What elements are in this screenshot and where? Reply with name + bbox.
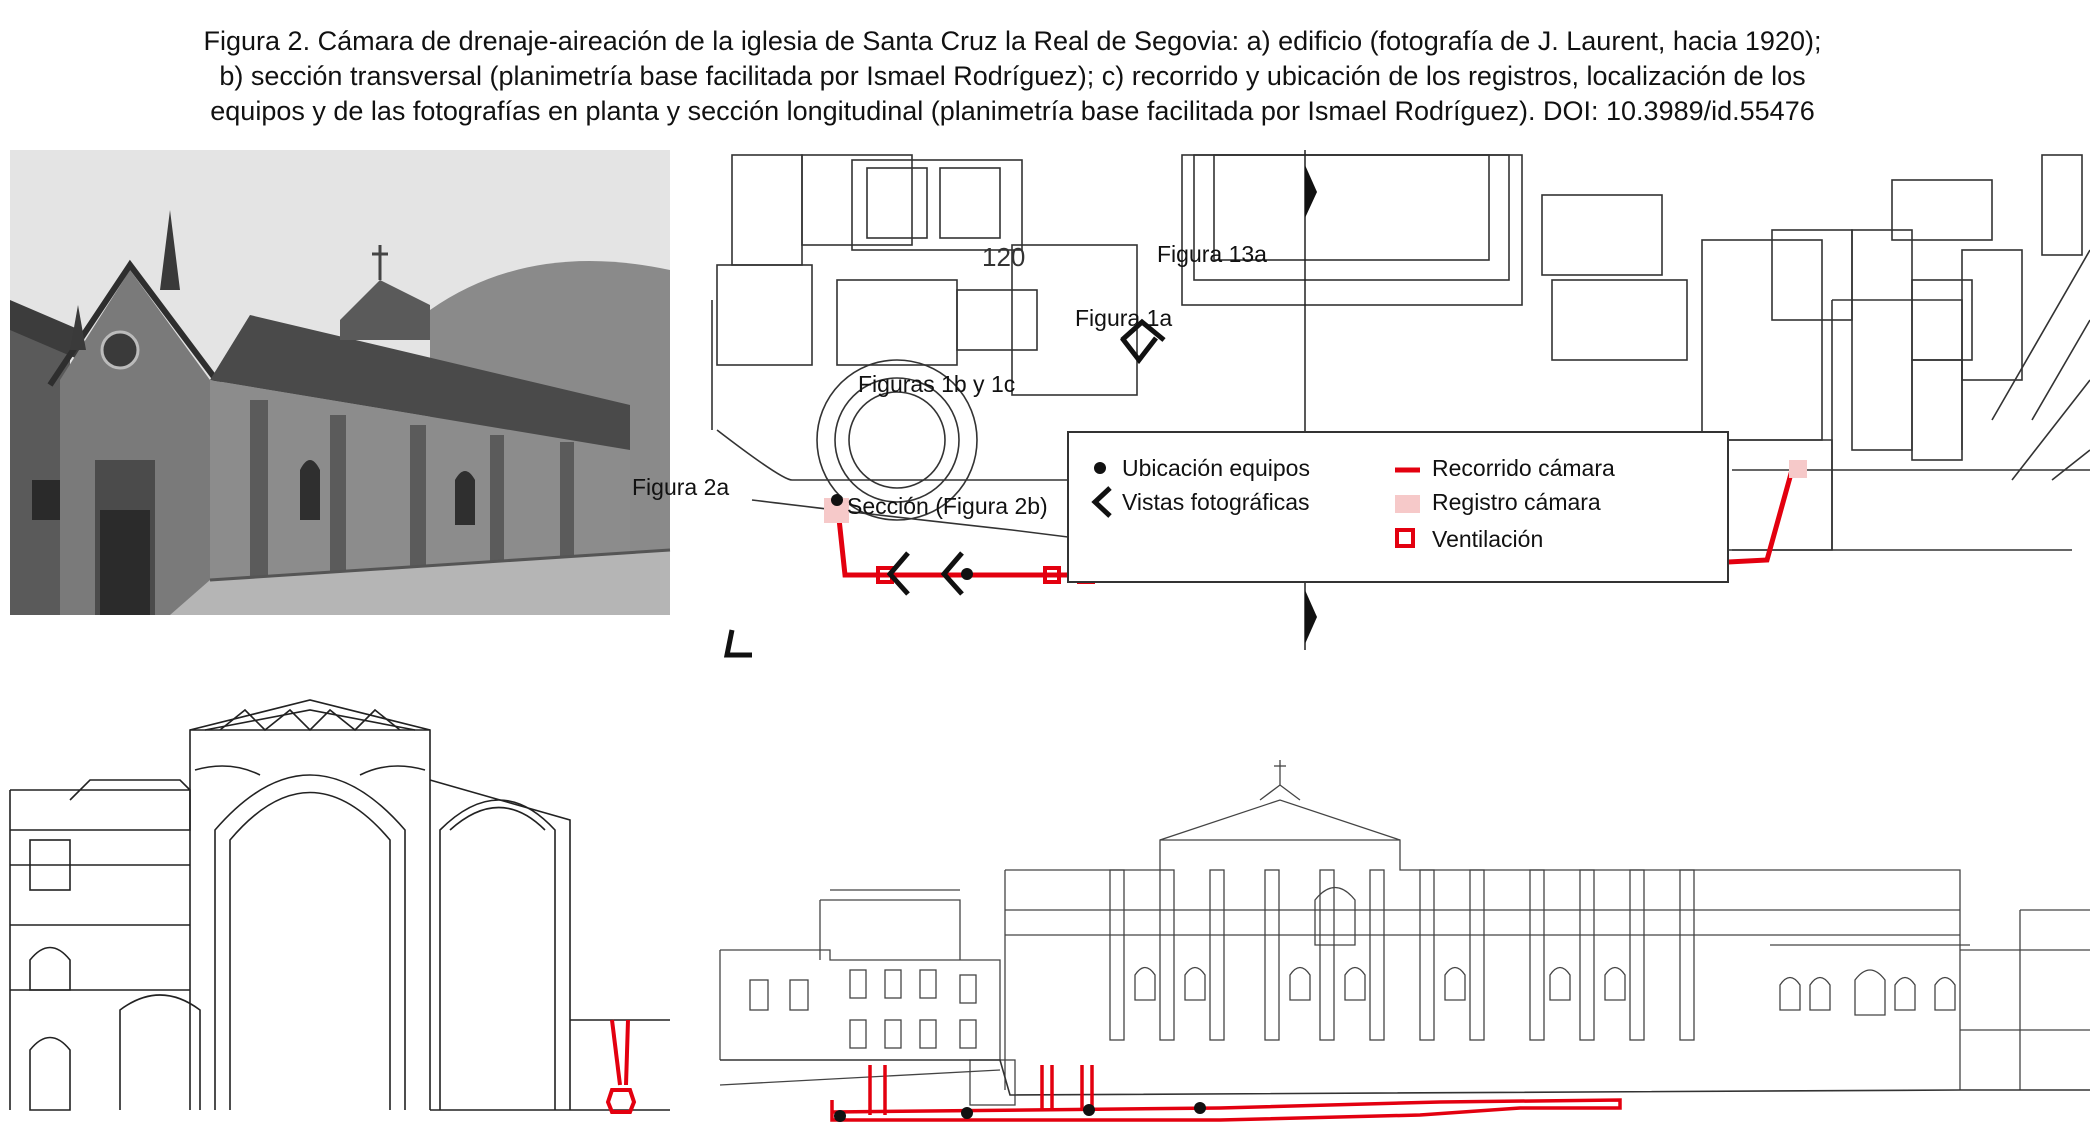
legend-registro: Registro cámara <box>1432 489 1601 515</box>
label-figura-1a: Figura 1a <box>1075 305 1172 331</box>
legend-equipment-icon <box>1094 462 1106 474</box>
section-chamber <box>605 1019 637 1114</box>
longitudinal-chamber-route <box>830 1065 1622 1122</box>
label-seccion-figura-2b: Sección (Figura 2b) <box>847 493 1048 519</box>
longitudinal-section <box>719 760 2090 1122</box>
section-arrow-bottom <box>1305 590 1317 644</box>
longitudinal-equipment-points <box>834 1102 1206 1122</box>
plan-drawing: 120 Figura 13a Figura 1a Figuras 1b y 1c… <box>632 150 2090 658</box>
caption-line-2: b) sección transversal (planimetría base… <box>219 61 1806 91</box>
legend-ventilation-icon <box>1395 528 1415 548</box>
legend-recorrido: Recorrido cámara <box>1432 455 1615 481</box>
plan-legend: Ubicación equipos Vistas fotográficas Re… <box>1067 431 1729 583</box>
label-figura-13a: Figura 13a <box>1157 241 1267 267</box>
legend-view-icon <box>1091 486 1112 518</box>
section-arrow-top <box>1305 165 1317 218</box>
room-number: 120 <box>982 242 1025 272</box>
legend-equipos: Ubicación equipos <box>1122 455 1310 481</box>
caption-line-3: equipos y de las fotografías en planta y… <box>210 96 1815 126</box>
caption-line-1: Figura 2. Cámara de drenaje-aireación de… <box>203 26 1822 56</box>
legend-ventilacion: Ventilación <box>1432 526 1543 552</box>
figure-caption: Figura 2. Cámara de drenaje-aireación de… <box>0 24 2025 129</box>
label-figuras-1b-1c: Figuras 1b y 1c <box>858 371 1015 397</box>
label-figura-2a: Figura 2a <box>632 474 729 500</box>
church-photograph <box>10 150 671 615</box>
legend-registro-icon <box>1395 495 1420 513</box>
transverse-section <box>9 699 670 1114</box>
legend-vistas: Vistas fotográficas <box>1122 489 1310 515</box>
registro-marker <box>1789 460 1807 478</box>
